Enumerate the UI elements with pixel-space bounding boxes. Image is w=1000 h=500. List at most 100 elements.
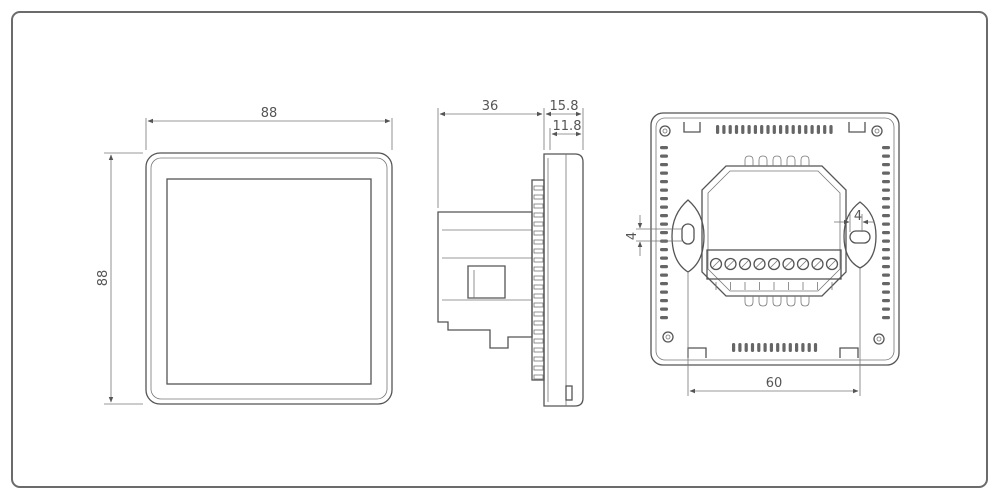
vent-slot xyxy=(882,231,890,235)
side-rib xyxy=(533,356,544,362)
side-rib xyxy=(533,185,544,191)
housing-tab xyxy=(772,296,782,307)
terminal-screw xyxy=(782,257,795,271)
side-rib xyxy=(533,293,544,299)
vent-slot xyxy=(660,188,668,192)
vent-slot xyxy=(829,125,833,134)
vent-slot xyxy=(660,316,668,320)
vent-slot xyxy=(728,125,732,134)
housing-tab xyxy=(758,296,768,307)
rear-terminal-housing xyxy=(701,165,847,297)
rear-outer-plate xyxy=(650,112,900,366)
side-rib xyxy=(533,230,544,236)
side-inner-depth-label: 11.8 xyxy=(553,119,582,134)
housing-tab xyxy=(800,155,810,166)
terminal-screw xyxy=(825,257,839,271)
rear-left-mounting-slot xyxy=(671,199,705,273)
vent-slot xyxy=(882,239,890,243)
vent-slot xyxy=(785,125,789,134)
side-rib xyxy=(533,257,544,263)
vent-slot xyxy=(732,343,736,352)
side-rib xyxy=(533,302,544,308)
vent-slot xyxy=(882,163,890,167)
vent-slot xyxy=(660,290,668,294)
vent-slot xyxy=(660,256,668,260)
terminal-screw-slot xyxy=(726,260,735,268)
vent-slot xyxy=(760,125,764,134)
vent-slot xyxy=(882,307,890,311)
terminal-screw-slot xyxy=(799,260,807,268)
side-back-body xyxy=(437,211,533,349)
vent-slot xyxy=(882,273,890,277)
vent-slot xyxy=(882,146,890,150)
terminal-screw-slot xyxy=(755,260,764,268)
vent-slot xyxy=(791,125,795,134)
vent-slot xyxy=(882,316,890,320)
terminal-screws xyxy=(709,257,839,271)
side-rib xyxy=(533,329,544,335)
terminal-screw-slot xyxy=(784,260,793,268)
vent-slot xyxy=(660,265,668,269)
terminal-screw xyxy=(811,257,824,271)
rear-corner-holes xyxy=(659,125,885,345)
terminal-screw-slot xyxy=(741,260,749,268)
vent-slot xyxy=(660,146,668,150)
side-rib xyxy=(533,248,544,254)
side-rib xyxy=(533,266,544,272)
vent-slot xyxy=(882,299,890,303)
terminal-screw xyxy=(796,257,810,271)
vent-slot xyxy=(750,343,755,352)
vent-slot xyxy=(660,231,668,235)
vent-slot xyxy=(772,125,776,134)
vent-slot xyxy=(882,248,890,252)
terminal-screw xyxy=(724,257,737,271)
front-screen xyxy=(166,178,372,385)
side-rib xyxy=(533,203,544,209)
vent-slot xyxy=(776,343,780,352)
vent-slot xyxy=(660,171,668,175)
vent-slot xyxy=(722,125,726,134)
vent-slot xyxy=(716,125,720,134)
housing-tab xyxy=(772,155,782,166)
side-rib xyxy=(533,239,544,245)
vent-slot xyxy=(660,282,668,286)
side-rib xyxy=(533,374,544,380)
side-rib xyxy=(533,347,544,353)
housing-tab xyxy=(786,155,796,166)
drawing-frame xyxy=(11,11,988,488)
vent-slot xyxy=(882,197,890,201)
vent-slot xyxy=(660,163,668,167)
terminal-screw-slot xyxy=(712,260,720,268)
vent-slot xyxy=(882,180,890,184)
vent-slot xyxy=(882,290,890,294)
vent-slot xyxy=(882,214,890,218)
vent-slot xyxy=(660,248,668,252)
vent-slot xyxy=(660,180,668,184)
vent-slot xyxy=(660,273,668,277)
vent-slot xyxy=(757,343,761,352)
rear-view: 4 4 60 xyxy=(625,112,900,396)
vent-slot xyxy=(660,214,668,218)
terminal-screw-slot xyxy=(770,260,778,268)
vent-slot xyxy=(744,343,748,352)
front-outer-bezel xyxy=(145,152,393,405)
vent-slot xyxy=(882,256,890,260)
vent-slot xyxy=(738,343,742,352)
vent-slot xyxy=(823,125,827,134)
housing-tab xyxy=(744,155,754,166)
vent-slot xyxy=(807,343,811,352)
vent-slot xyxy=(797,125,802,134)
terminal-screw xyxy=(767,257,781,271)
housing-tab xyxy=(786,296,796,307)
terminal-screw-slot xyxy=(828,260,836,268)
terminal-screw xyxy=(709,257,723,271)
vent-slot xyxy=(782,343,786,352)
vent-slot xyxy=(882,265,890,269)
front-view: 88 88 xyxy=(96,106,393,405)
side-rib xyxy=(533,284,544,290)
vent-slot xyxy=(882,205,890,209)
vent-slot xyxy=(747,125,751,134)
vent-slot xyxy=(753,125,757,134)
vent-slot xyxy=(801,343,805,352)
